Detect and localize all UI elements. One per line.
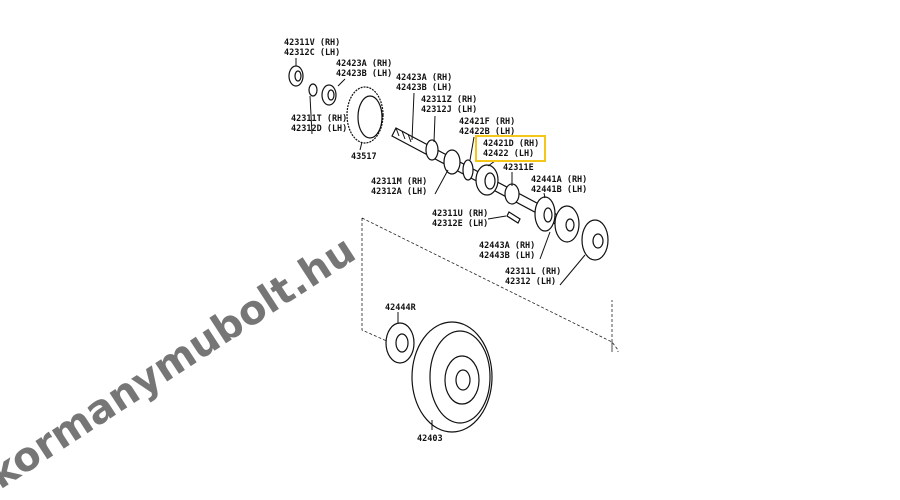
svg-text:42311M (RH): 42311M (RH) (371, 177, 427, 187)
axle-hub-part (581, 219, 609, 261)
svg-text:42443A (RH): 42443A (RH) (479, 241, 535, 251)
svg-text:42421D (RH): 42421D (RH) (483, 139, 539, 149)
svg-text:42422 (LH): 42422 (LH) (483, 149, 534, 159)
leader-lines (295, 58, 586, 430)
label-42311U: 42311U (RH)42312E (LH) (432, 209, 488, 229)
snap-ring-part (308, 83, 318, 97)
label-42443A: 42443A (RH)42443B (LH) (479, 241, 535, 261)
svg-text:42441B (LH): 42441B (LH) (531, 185, 587, 195)
collar-part (425, 139, 439, 161)
svg-text:42311V (RH): 42311V (RH) (284, 38, 340, 48)
bearing-part-2 (443, 149, 461, 175)
highlight-box (475, 135, 546, 162)
svg-text:42441A (RH): 42441A (RH) (531, 175, 587, 185)
svg-text:42311Z (RH): 42311Z (RH) (421, 95, 477, 105)
gasket-part (534, 196, 556, 232)
abs-rotor-gear-part (346, 86, 384, 144)
label-42311M: 42311M (RH)42312A (LH) (371, 177, 427, 197)
svg-text:42423B (LH): 42423B (LH) (336, 69, 392, 79)
label-42311E: 42311E (503, 163, 534, 173)
retainer-plate-part (475, 164, 499, 196)
svg-text:42311U (RH): 42311U (RH) (432, 209, 488, 219)
hub-bolt-part (506, 211, 521, 224)
bearing-retainer-part (504, 183, 520, 205)
label-42421F: 42421F (RH)42422B (LH) (459, 117, 515, 137)
svg-text:42311L (RH): 42311L (RH) (505, 267, 561, 277)
label-42403: 42403 (417, 434, 443, 444)
svg-text:42312J (LH): 42312J (LH) (421, 105, 477, 115)
label-42441A: 42441A (RH)42441B (LH) (531, 175, 587, 195)
label-42421D-highlighted[interactable]: 42421D (RH)42422 (LH) (483, 139, 539, 159)
label-43517: 43517 (351, 152, 377, 162)
svg-text:42443B (LH): 42443B (LH) (479, 251, 535, 261)
svg-text:42312A (LH): 42312A (LH) (371, 187, 427, 197)
label-42311V: 42311V (RH)42312C (LH) (284, 38, 340, 58)
label-42311Z: 42311Z (RH)42312J (LH) (421, 95, 477, 115)
label-42423A-1: 42423A (RH)42423B (LH) (336, 59, 392, 79)
svg-text:42312C (LH): 42312C (LH) (284, 48, 340, 58)
label-42444R: 42444R (385, 303, 417, 313)
label-42423A-2: 42423A (RH)42423B (LH) (396, 73, 452, 93)
svg-text:42423A (RH): 42423A (RH) (396, 73, 452, 83)
svg-text:42312D (LH): 42312D (LH) (291, 124, 347, 134)
svg-text:42311T (RH): 42311T (RH) (291, 114, 347, 124)
label-42311L: 42311L (RH)42312 (LH) (505, 267, 561, 287)
svg-text:42423A (RH): 42423A (RH) (336, 59, 392, 69)
spacer-part (462, 159, 474, 181)
brake-drum-part (411, 321, 493, 433)
oil-seal-part (288, 65, 304, 87)
svg-text:42422B (LH): 42422B (LH) (459, 127, 515, 137)
watermark: kormanymubolt.hu (0, 227, 364, 498)
flange-part (554, 205, 580, 243)
assembly-outline (361, 217, 619, 352)
svg-text:42312E (LH): 42312E (LH) (432, 219, 488, 229)
svg-text:42312 (LH): 42312 (LH) (505, 277, 556, 287)
hub-gasket-part (385, 322, 415, 364)
svg-text:42421F (RH): 42421F (RH) (459, 117, 515, 127)
bearing-part (321, 84, 337, 106)
svg-text:42423B (LH): 42423B (LH) (396, 83, 452, 93)
label-42311T: 42311T (RH)42312D (LH) (291, 114, 347, 134)
